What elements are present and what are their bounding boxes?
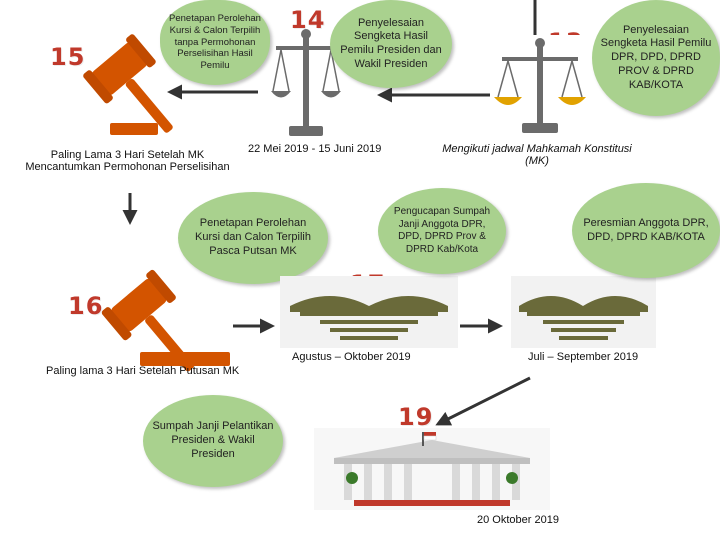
step-14-date: 22 Mei 2019 - 15 Juni 2019 xyxy=(248,143,382,155)
arrow-18-to-19 xyxy=(435,376,531,426)
step-16-number: 16 xyxy=(68,292,104,320)
step-15-date: Paling Lama 3 Hari Setelah MK Mencantumk… xyxy=(25,149,230,173)
parliament-building-icon xyxy=(280,276,458,348)
step-19-date: 20 Oktober 2019 xyxy=(477,514,559,526)
step-16-bubble: Penetapan Perolehan Kursi dan Calon Terp… xyxy=(178,192,328,284)
step-19-bubble: Sumpah Janji Pelantikan Presiden & Wakil… xyxy=(143,395,283,487)
step-17-date: Agustus – Oktober 2019 xyxy=(292,351,411,363)
step-18-bubble: Peresmian Anggota DPR, DPD, DPRD KAB/KOT… xyxy=(572,183,720,278)
presidential-palace-icon xyxy=(314,428,550,510)
step-15-number: 15 xyxy=(50,43,86,71)
step-13-bubble: Penyelesaian Sengketa Hasil Pemilu DPR, … xyxy=(592,0,720,116)
step-16-date: Paling lama 3 Hari Setelah Putusan MK xyxy=(46,365,240,377)
scale-icon xyxy=(271,29,341,136)
step-14-bubble: Penyelesaian Sengketa Hasil Pemilu Presi… xyxy=(330,0,452,88)
gavel-icon xyxy=(83,34,173,135)
step-17-bubble: Pengucapan Sumpah Janji Anggota DPR, DPD… xyxy=(378,188,506,274)
gavel-icon-2 xyxy=(101,269,230,372)
step-15-bubble: Penetapan Perolehan Kursi & Calon Terpil… xyxy=(160,0,270,85)
step-18-date: Juli – September 2019 xyxy=(528,351,639,363)
scale-gold-icon xyxy=(490,35,590,135)
step-13-date: Mengikuti jadwal Mahkamah Konstitusi (MK… xyxy=(442,143,632,167)
step-19-number: 19 xyxy=(398,403,434,431)
parliament-building-gold-icon xyxy=(511,276,656,348)
